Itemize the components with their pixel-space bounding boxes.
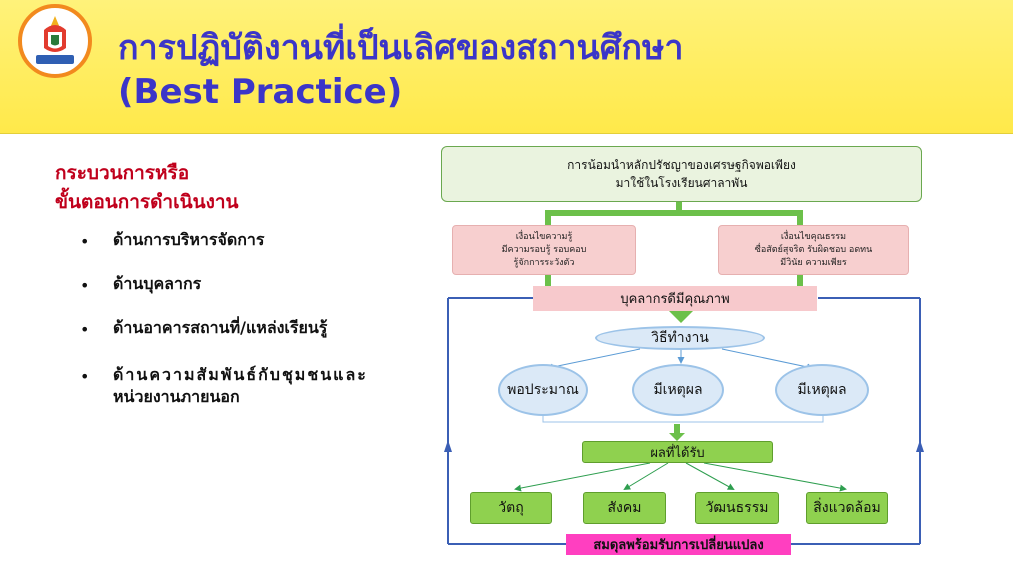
list-item-personnel: ด้านบุคลากร	[113, 274, 202, 293]
bullet-icon: •	[80, 320, 90, 339]
bullet-icon: •	[80, 367, 90, 386]
process-heading-line-1: กระบวนการหรือ	[55, 162, 190, 184]
title-banner: การปฏิบัติงานที่เป็นเลิศของสถานศึกษา (Be…	[0, 0, 1013, 134]
list-item-facilities: ด้านอาคารสถานที่/แหล่งเรียนรู้	[113, 318, 328, 337]
reasonableness-oval-2: มีเหตุผล	[775, 364, 869, 416]
virtue-condition-line-2: ซื่อสัตย์สุจริต รับผิดชอบ อดทน	[754, 244, 873, 255]
knowledge-condition-title: เงื่อนไขความรู้	[515, 231, 573, 242]
bullet-icon: •	[80, 276, 90, 295]
page-title-line-2: (Best Practice)	[118, 72, 403, 112]
moderation-oval: พอประมาณ	[498, 364, 588, 416]
philosophy-line-2: มาใช้ในโรงเรียนศาลาพัน	[615, 176, 748, 190]
work-method-oval: วิธีทำงาน	[595, 326, 765, 350]
outcome-society: สังคม	[583, 492, 666, 524]
list-item-community: ด้านความสัมพันธ์กับชุมชนและ	[113, 365, 368, 384]
results-box: ผลที่ได้รับ	[582, 441, 773, 463]
page-title-line-1: การปฏิบัติงานที่เป็นเลิศของสถานศึกษา	[118, 28, 684, 68]
outcome-culture: วัฒนธรรม	[695, 492, 779, 524]
knowledge-condition-line-2: มีความรอบรู้ รอบคอบ	[501, 244, 587, 255]
school-logo	[18, 4, 92, 78]
balance-ready-for-change-bar: สมดุลพร้อมรับการเปลี่ยนแปลง	[566, 534, 791, 555]
knowledge-condition-line-3: รู้จักการระวังตัว	[513, 257, 575, 268]
knowledge-condition-box: เงื่อนไขความรู้ มีความรอบรู้ รอบคอบ รู้จ…	[452, 225, 636, 275]
philosophy-box: การน้อมนำหลักปรัชญาของเศรษฐกิจพอเพียง มา…	[441, 146, 922, 202]
outcome-environment: สิ่งแวดล้อม	[806, 492, 888, 524]
virtue-condition-line-3: มีวินัย ความเพียร	[780, 257, 847, 268]
virtue-condition-box: เงื่อนไขคุณธรรม ซื่อสัตย์สุจริต รับผิดชอ…	[718, 225, 909, 275]
virtue-condition-title: เงื่อนไขคุณธรรม	[780, 231, 847, 242]
bullet-icon: •	[80, 232, 90, 251]
outcome-material: วัตถุ	[470, 492, 552, 524]
school-emblem-icon	[24, 10, 86, 72]
quality-personnel-bar: บุคลากรดีมีคุณภาพ	[533, 286, 817, 311]
philosophy-line-1: การน้อมนำหลักปรัชญาของเศรษฐกิจพอเพียง	[567, 158, 796, 172]
list-item-management: ด้านการบริหารจัดการ	[113, 230, 265, 249]
list-item-community-cont: หน่วยงานภายนอก	[113, 387, 240, 406]
process-heading-line-2: ขั้นตอนการดำเนินงาน	[55, 191, 239, 213]
reasonableness-oval: มีเหตุผล	[632, 364, 724, 416]
